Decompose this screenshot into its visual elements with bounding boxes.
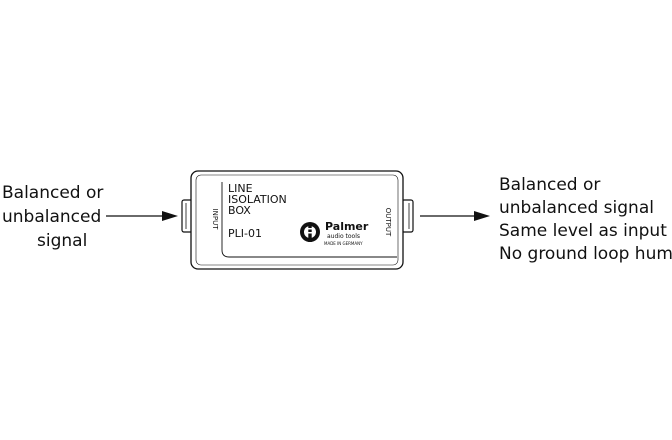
device-title-line-1: LINE [228,182,253,195]
output-label-line-1: Balanced or [499,175,601,195]
device-title-line-3: BOX [228,204,251,217]
palmer-logo-icon [300,222,320,242]
input-label-line-3: signal [37,231,88,251]
input-jack-label: INPUT [211,209,219,231]
brand-name: Palmer [325,220,369,233]
input-jack [181,199,194,233]
input-label-line-2: unbalanced [2,207,102,227]
output-label-line-2: unbalanced signal [499,198,654,218]
made-in-label: MADE IN GERMANY [324,241,363,246]
output-jack [401,199,414,233]
device-model: PLI-01 [228,227,262,240]
output-jack-label: OUTPUT [384,208,392,237]
output-signal-label: Balanced or unbalanced signal Same level… [499,174,672,266]
device-title-line-2: ISOLATION [228,193,287,206]
output-label-line-3: Same level as input [499,221,667,241]
input-arrow [106,211,178,221]
input-signal-label: Balanced or unbalanced signal [2,181,103,253]
input-label-line-1: Balanced or [2,183,104,203]
brand-subtitle: audio tools [327,233,360,240]
device-body [190,170,404,270]
output-arrow [420,211,490,221]
output-label-line-4: No ground loop hum [499,244,672,264]
